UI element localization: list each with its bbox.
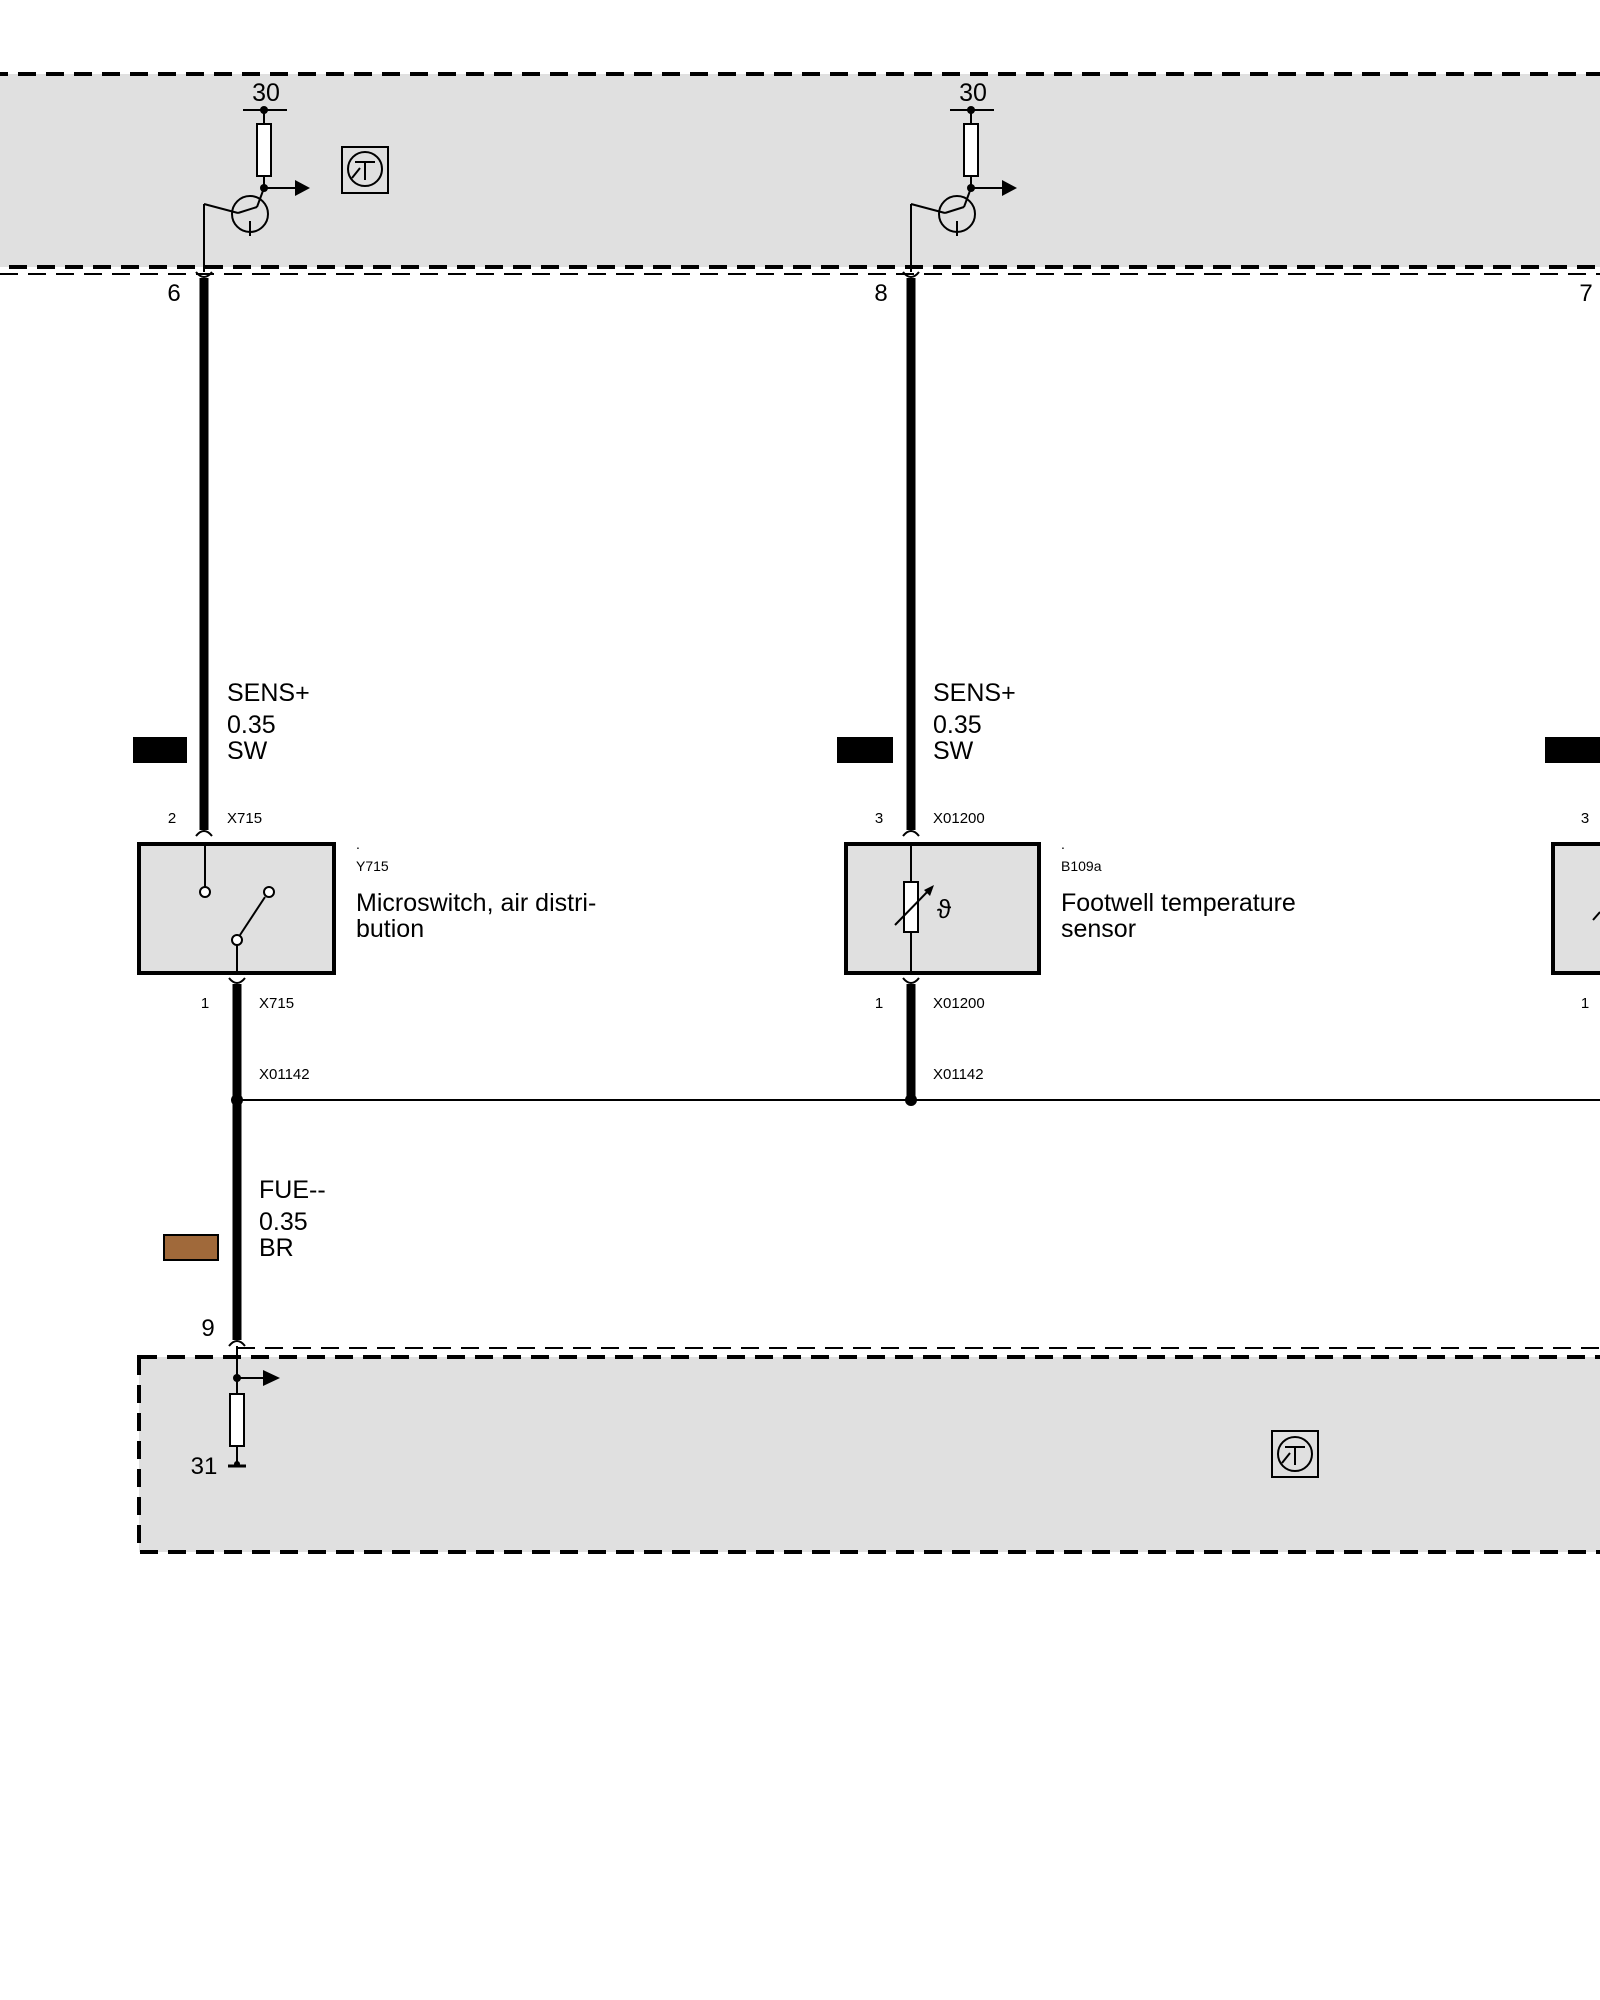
- pin-label: 8: [874, 280, 887, 307]
- component-dot: .: [356, 836, 360, 852]
- svg-text:0.35: 0.35: [259, 1208, 308, 1236]
- connector-label: X715: [227, 810, 262, 827]
- ground-label: 31: [191, 1453, 218, 1480]
- svg-text:FUE--: FUE--: [259, 1176, 326, 1204]
- lower-wire-2[interactable]: [902, 977, 920, 1100]
- splice-label: X01142: [933, 1066, 984, 1083]
- component-description: Microswitch, air distri-: [356, 889, 596, 917]
- wire-color-swatch: [837, 737, 893, 763]
- svg-text:BR: BR: [259, 1234, 294, 1262]
- component-id: Y715: [356, 858, 389, 874]
- connector-label: X01200: [933, 810, 985, 827]
- wire-2-label: SENS+ 0.35 SW: [837, 679, 1016, 765]
- wire-color-swatch: [1545, 737, 1600, 763]
- pin-label: 1: [201, 995, 209, 1012]
- pin-label: 3: [1581, 810, 1589, 827]
- top-driver-circuit-2: 30: [910, 79, 1017, 272]
- wire-1-label: SENS+ 0.35 SW: [133, 679, 310, 765]
- ground-wire-label: FUE-- 0.35 BR: [163, 1176, 326, 1262]
- component-description: Footwell temperature: [1061, 889, 1296, 917]
- pin-label: 1: [875, 995, 883, 1012]
- thermistor-icon: ϑ: [937, 894, 952, 924]
- component-description: sensor: [1061, 915, 1136, 943]
- ground-wire[interactable]: [228, 1100, 246, 1347]
- lower-wire-1[interactable]: [228, 977, 246, 1100]
- temperature-sensor-component[interactable]: ϑ: [844, 842, 1041, 975]
- svg-text:SW: SW: [933, 737, 974, 765]
- supply-label-30: 30: [959, 79, 987, 107]
- svg-text:SENS+: SENS+: [227, 679, 310, 707]
- wire-2[interactable]: [902, 271, 920, 837]
- wire-color-swatch: [163, 1234, 219, 1261]
- top-driver-circuit-1: 30: [203, 79, 310, 272]
- pin-label: 7: [1579, 280, 1592, 307]
- wire-color-swatch: [133, 737, 187, 763]
- pin-label: 1: [1581, 995, 1589, 1012]
- microswitch-component[interactable]: [137, 842, 336, 975]
- splice-label: X01142: [259, 1066, 310, 1083]
- pin-label: 2: [168, 810, 176, 827]
- component-description: bution: [356, 915, 424, 943]
- ecu-transistor-icon: [341, 146, 389, 194]
- svg-text:0.35: 0.35: [933, 711, 982, 739]
- partial-component: [1551, 842, 1600, 975]
- pin-label: 6: [167, 280, 180, 307]
- svg-text:SW: SW: [227, 737, 268, 765]
- supply-label-30: 30: [252, 79, 280, 107]
- svg-text:SENS+: SENS+: [933, 679, 1016, 707]
- component-id: B109a: [1061, 858, 1102, 874]
- ecu-transistor-icon: [1271, 1430, 1319, 1478]
- wire-1[interactable]: [195, 271, 213, 837]
- pin-label: 9: [201, 1315, 214, 1342]
- component-dot: .: [1061, 836, 1065, 852]
- top-control-module: [0, 72, 1600, 275]
- svg-text:0.35: 0.35: [227, 711, 276, 739]
- ground-circuit: [228, 1346, 280, 1468]
- splice-bus: [231, 1094, 1600, 1106]
- bottom-control-module: [137, 1347, 1600, 1554]
- pin-label: 3: [875, 810, 883, 827]
- connector-label: X715: [259, 995, 294, 1012]
- connector-label: X01200: [933, 995, 985, 1012]
